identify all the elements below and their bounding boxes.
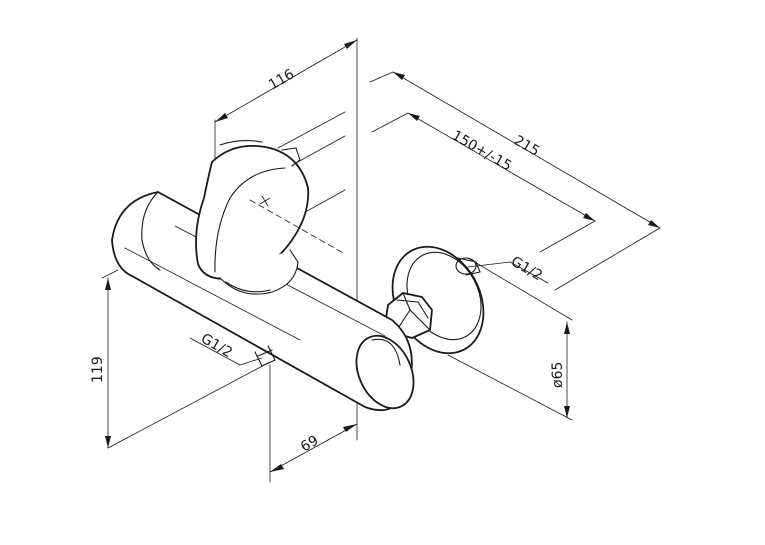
dim-flange-diameter: ø65: [550, 362, 566, 388]
mixer-body: [111, 191, 415, 412]
dim-depth: 69: [298, 433, 321, 456]
wall-connector: [385, 245, 485, 355]
dimension-lines: [101, 37, 661, 483]
dim-spacing: 150+/-15: [449, 128, 514, 175]
dim-thread-bottom: G1/2: [198, 331, 235, 362]
dim-height: 119: [90, 356, 106, 383]
dim-top-width: 116: [266, 66, 297, 93]
dim-overall-length: 215: [511, 133, 542, 160]
dim-thread-right: G1/2: [508, 254, 545, 285]
mixer-lever: [195, 139, 346, 295]
